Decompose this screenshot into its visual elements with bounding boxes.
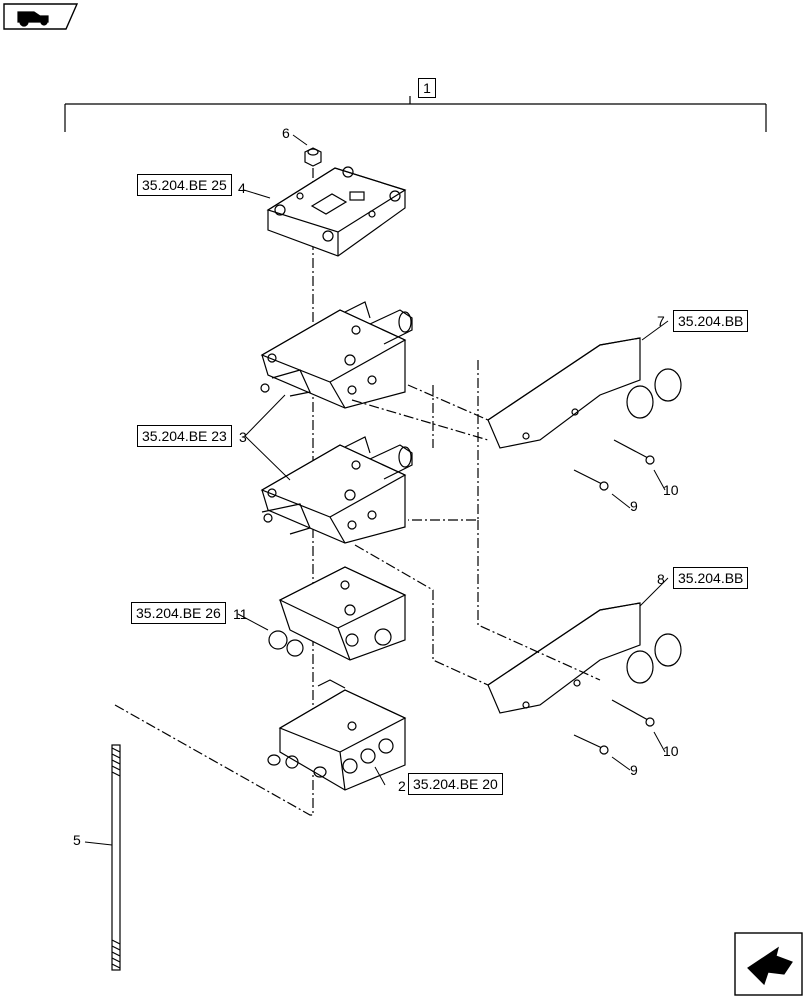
leader-lines (84, 134, 669, 846)
item-number-label: 10 (663, 743, 679, 759)
coupler-upper-part (487, 337, 682, 449)
assembly-bracket (64, 96, 767, 132)
item-number-label: 6 (282, 125, 290, 141)
reference-link[interactable]: 35.204.BE 26 (131, 602, 226, 624)
item-number-label: 5 (73, 832, 81, 848)
cover-plate-part (266, 166, 407, 257)
screws-part (573, 439, 655, 755)
item-number-label: 3 (239, 429, 247, 445)
end-section-part (267, 679, 407, 791)
spool-valve-upper (260, 301, 413, 409)
item-number-label: 8 (657, 571, 665, 587)
nut-part (304, 147, 322, 167)
tractor-nav-icon[interactable] (3, 3, 79, 30)
item-number-label: 11 (233, 606, 248, 622)
item-number-label: 9 (630, 498, 638, 514)
reference-link[interactable]: 35.204.BB (673, 567, 749, 589)
spool-valve-lower (260, 436, 413, 544)
item-number-label: 9 (630, 762, 638, 778)
reference-link[interactable]: 35.204.BE 20 (408, 773, 503, 795)
reference-link[interactable]: 35.204.BE 25 (137, 174, 232, 196)
item-number-label: 2 (398, 778, 406, 794)
tie-rod-part (111, 744, 121, 971)
assembly-guide-lines (114, 360, 601, 816)
reference-link[interactable]: 35.204.BE 23 (137, 425, 232, 447)
coupler-lower-part (487, 602, 682, 714)
assembly-number-box[interactable]: 1 (418, 78, 436, 98)
next-page-arrow-icon[interactable] (734, 932, 803, 996)
reference-link[interactable]: 35.204.BB (673, 310, 749, 332)
item-number-label: 10 (663, 482, 679, 498)
valve-section-part (268, 566, 407, 661)
item-number-label: 7 (657, 313, 665, 329)
item-number-label: 4 (238, 180, 246, 196)
